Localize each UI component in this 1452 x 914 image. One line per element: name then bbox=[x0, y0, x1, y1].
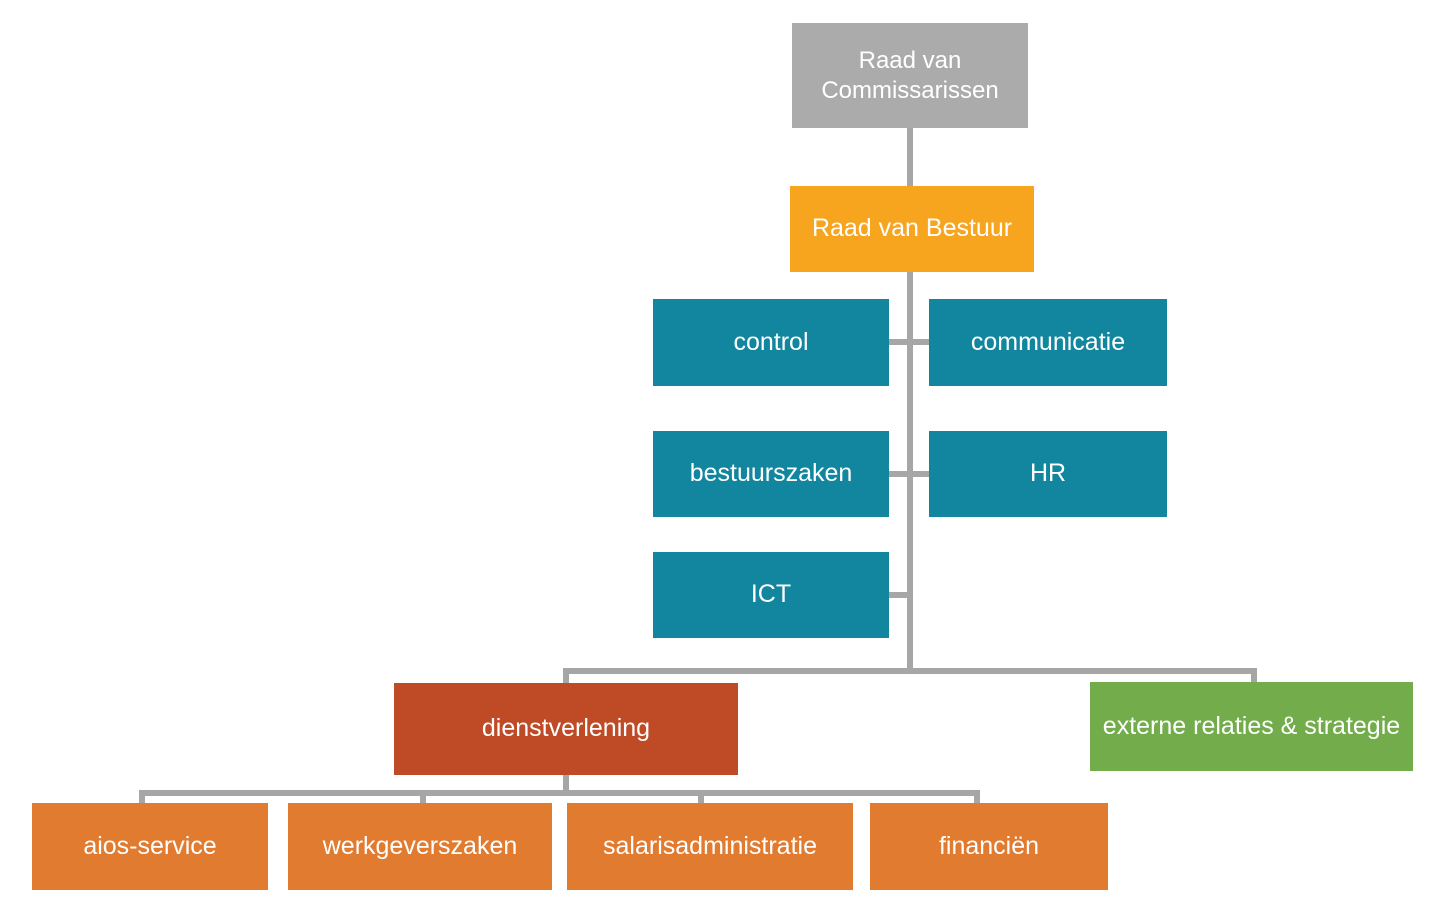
connector-level4-horizontal bbox=[563, 668, 1257, 674]
connector-rvc-rvb bbox=[907, 128, 913, 186]
connector-drop-externe-relaties bbox=[1251, 668, 1257, 682]
node-aios-service: aios-service bbox=[32, 803, 268, 890]
node-salarisadministratie: salarisadministratie bbox=[567, 803, 853, 890]
node-ict: ICT bbox=[653, 552, 889, 638]
connector-trunk bbox=[907, 272, 913, 674]
connector-drop-aios-service bbox=[139, 790, 145, 803]
node-financien: financiën bbox=[870, 803, 1108, 890]
node-bestuurszaken: bestuurszaken bbox=[653, 431, 889, 517]
connector-stub-hr bbox=[913, 471, 929, 477]
node-hr: HR bbox=[929, 431, 1167, 517]
connector-stub-communicatie bbox=[913, 339, 929, 345]
connector-drop-financien bbox=[974, 790, 980, 803]
connector-stub-control bbox=[889, 339, 907, 345]
node-dienstverlening: dienstverlening bbox=[394, 683, 738, 775]
node-externe-relaties-strategie: externe relaties & strategie bbox=[1090, 682, 1413, 771]
node-raad-van-bestuur: Raad van Bestuur bbox=[790, 186, 1034, 272]
connector-dienstverlening-down bbox=[563, 775, 569, 790]
connector-drop-salarisadministratie bbox=[698, 790, 704, 803]
node-communicatie: communicatie bbox=[929, 299, 1167, 386]
connector-drop-dienstverlening bbox=[563, 668, 569, 683]
connector-level5-horizontal bbox=[139, 790, 980, 796]
node-control: control bbox=[653, 299, 889, 386]
connector-drop-werkgeverszaken bbox=[420, 790, 426, 803]
node-werkgeverszaken: werkgeverszaken bbox=[288, 803, 552, 890]
connector-stub-bestuurszaken bbox=[889, 471, 907, 477]
node-raad-van-commissarissen: Raad van Commissarissen bbox=[792, 23, 1028, 128]
connector-stub-ict bbox=[889, 592, 907, 598]
